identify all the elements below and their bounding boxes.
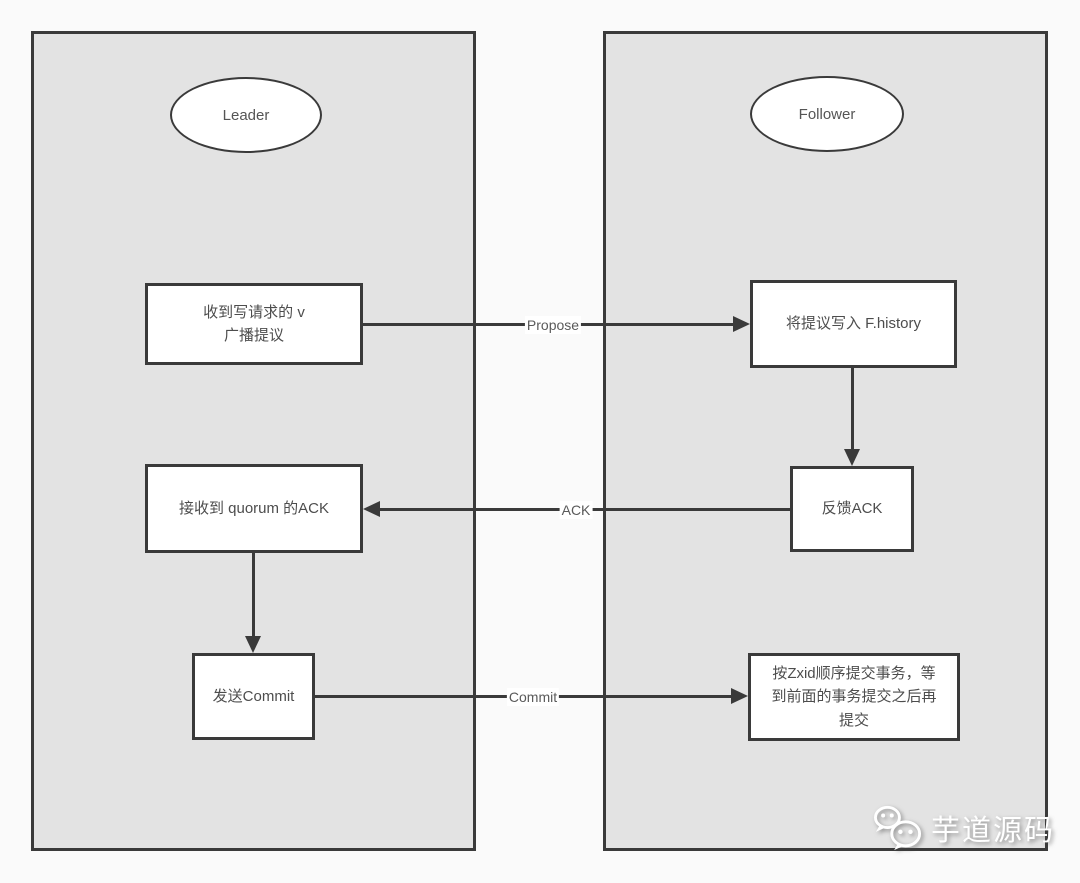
edge-label-propose: Propose	[524, 316, 582, 334]
follower-label: Follower	[798, 105, 856, 123]
commit-arrowhead-icon	[731, 688, 748, 704]
ack-arrowhead-icon	[363, 501, 380, 517]
edge-label-commit: Commit	[506, 688, 560, 706]
history-to-ack-arrowhead-icon	[844, 449, 860, 466]
flow-node-receive-quorum-ack-text: 接收到 quorum 的ACK	[178, 499, 330, 517]
flow-node-receive-quorum-ack: 接收到 quorum 的ACK	[145, 464, 363, 553]
ack-to-commit-arrow-line	[252, 553, 255, 637]
watermark: 芋道源码	[872, 804, 1055, 852]
history-to-ack-arrow-line	[851, 368, 854, 450]
watermark-text: 芋道源码	[931, 815, 1056, 847]
ack-to-commit-arrowhead-icon	[245, 636, 261, 653]
flow-node-receive-write: 收到写请求的 v 广播提议	[145, 283, 363, 365]
flow-node-write-history: 将提议写入 F.history	[750, 280, 957, 368]
leader-ellipse: Leader	[170, 77, 322, 153]
flow-node-commit-by-zxid-text: 按Zxid顺序提交事务，等 到前面的事务提交之后再 提交	[771, 665, 937, 729]
edge-label-ack: ACK	[559, 501, 593, 519]
wechat-icon	[874, 805, 922, 851]
flow-node-commit-by-zxid: 按Zxid顺序提交事务，等 到前面的事务提交之后再 提交	[748, 653, 960, 741]
flow-node-receive-write-text: 收到写请求的 v 广播提议	[203, 303, 305, 344]
flow-node-feedback-ack-text: 反馈ACK	[821, 500, 883, 518]
flow-node-feedback-ack: 反馈ACK	[790, 466, 914, 552]
propose-arrowhead-icon	[733, 316, 750, 332]
leader-label: Leader	[222, 106, 270, 124]
flow-node-send-commit: 发送Commit	[192, 653, 315, 740]
flow-node-write-history-text: 将提议写入 F.history	[785, 315, 921, 333]
follower-ellipse: Follower	[750, 76, 904, 152]
flow-node-send-commit-text: 发送Commit	[212, 687, 295, 705]
